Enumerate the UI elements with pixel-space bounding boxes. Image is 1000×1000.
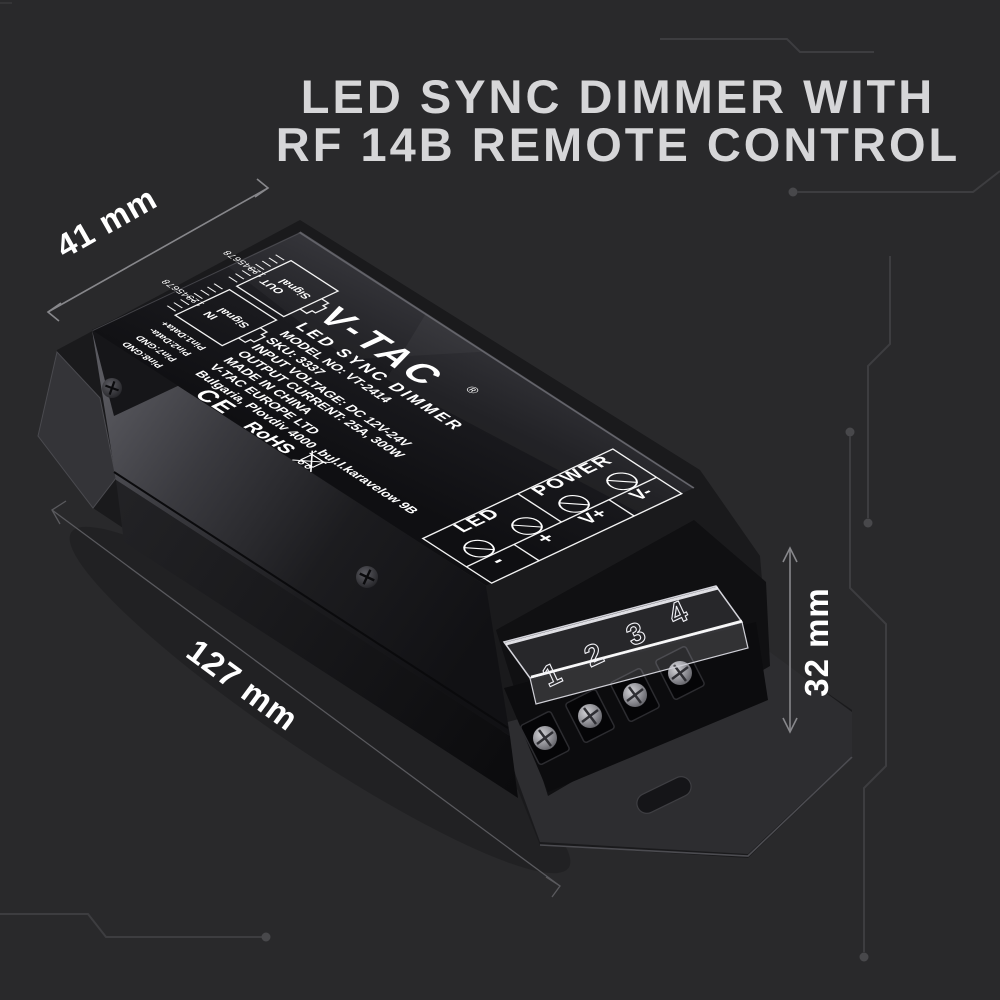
registered-mark: ® <box>462 384 484 396</box>
base-plate-left-flange <box>37 350 117 509</box>
case-plate-seam <box>113 471 509 729</box>
title-line-2: RF 14B REMOTE CONTROL <box>276 118 960 171</box>
dimmer-device: 12345678 12345678 Signal OUT <box>37 220 853 858</box>
case-back-edge-highlight <box>299 231 695 489</box>
terminal-block: 1 2 3 4 <box>496 520 770 796</box>
screw-symbols <box>463 472 638 558</box>
title-line-1: LED SYNC DIMMER WITH <box>301 70 935 123</box>
height-dimension: 32 mm <box>782 546 835 734</box>
terminal-screws <box>533 661 692 750</box>
weee-bin-icon <box>292 450 331 473</box>
circuit-trace-decoration <box>0 2 1000 962</box>
headline: LED SYNC DIMMER WITH RF 14B REMOTE CONTR… <box>276 70 960 171</box>
case-screw-left <box>102 378 122 398</box>
mounting-slot <box>636 776 692 814</box>
height-dimension-label: 32 mm <box>798 587 835 697</box>
base-plate-front-face <box>116 480 518 798</box>
case-side-face <box>92 330 510 736</box>
signal-in-label: IN <box>201 310 221 321</box>
device-shadow <box>69 526 571 874</box>
terminal-cover: 1 2 3 4 <box>502 585 749 705</box>
case-screw-front <box>356 566 378 588</box>
pin-ticks <box>166 254 285 312</box>
base-plate-edge-highlight <box>539 756 853 857</box>
